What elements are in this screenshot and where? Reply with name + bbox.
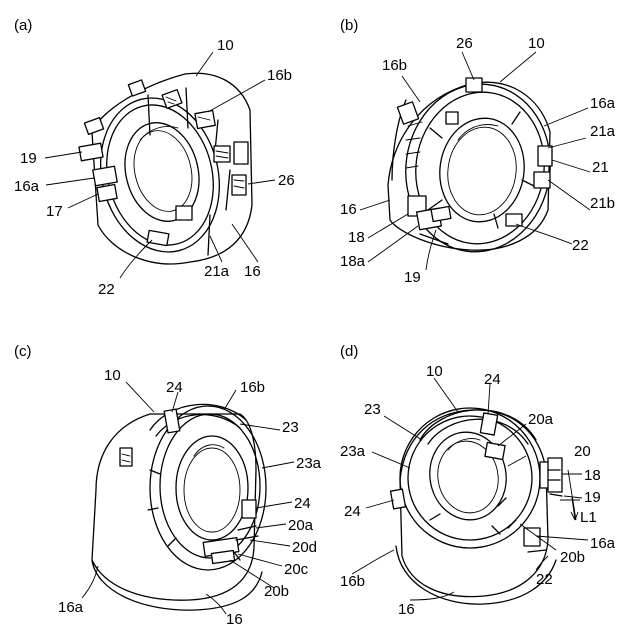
label-c-16b: 16b bbox=[240, 379, 265, 396]
label-c-23a: 23a bbox=[296, 455, 322, 472]
label-d-20b: 20b bbox=[560, 549, 585, 566]
label-d-23: 23 bbox=[364, 401, 381, 418]
label-c-20d: 20d bbox=[292, 539, 317, 556]
label-d-16: 16 bbox=[398, 601, 415, 618]
label-b-21a: 21a bbox=[590, 123, 616, 140]
label-d-L1: L1 bbox=[580, 509, 597, 526]
label-c-16a: 16a bbox=[58, 599, 84, 616]
panel-b-drawing bbox=[360, 52, 590, 270]
label-b-21: 21 bbox=[592, 159, 609, 176]
label-c-24-top: 24 bbox=[166, 379, 183, 396]
label-b-19: 19 bbox=[404, 269, 421, 286]
label-b-22: 22 bbox=[572, 237, 589, 254]
label-c-20b: 20b bbox=[264, 583, 289, 600]
label-a-19: 19 bbox=[20, 150, 37, 167]
label-d-10: 10 bbox=[426, 363, 443, 380]
label-d-16a: 16a bbox=[590, 535, 616, 552]
label-b-21b: 21b bbox=[590, 195, 615, 212]
label-c-10: 10 bbox=[104, 367, 121, 384]
label-c-16: 16 bbox=[226, 611, 243, 628]
panel-b: (b) bbox=[340, 17, 616, 286]
label-a-16b: 16b bbox=[267, 67, 292, 84]
panel-c-drawing bbox=[82, 382, 294, 614]
panel-b-tag: (b) bbox=[340, 17, 358, 34]
label-a-17: 17 bbox=[46, 203, 63, 220]
label-d-20: 20 bbox=[574, 443, 591, 460]
label-c-20c: 20c bbox=[284, 561, 309, 578]
label-d-20a: 20a bbox=[528, 411, 554, 428]
label-d-19: 19 bbox=[584, 489, 601, 506]
label-d-24-top: 24 bbox=[484, 371, 501, 388]
label-b-16b: 16b bbox=[382, 57, 407, 74]
label-a-16a: 16a bbox=[14, 178, 40, 195]
panel-c: (c) bbox=[14, 343, 322, 628]
panel-a-tag: (a) bbox=[14, 17, 32, 34]
label-b-16a: 16a bbox=[590, 95, 616, 112]
label-b-18: 18 bbox=[348, 229, 365, 246]
label-b-26: 26 bbox=[456, 35, 473, 52]
label-a-22: 22 bbox=[98, 281, 115, 298]
label-c-20a: 20a bbox=[288, 517, 314, 534]
label-d-18: 18 bbox=[584, 467, 601, 484]
label-a-26: 26 bbox=[278, 172, 295, 189]
panel-a: (a) bbox=[14, 17, 295, 298]
label-d-24-left: 24 bbox=[344, 503, 361, 520]
label-d-16b: 16b bbox=[340, 573, 365, 590]
label-d-23a: 23a bbox=[340, 443, 366, 460]
label-b-10: 10 bbox=[528, 35, 545, 52]
panel-d: (d) bbox=[340, 343, 616, 618]
label-c-23: 23 bbox=[282, 419, 299, 436]
label-a-21a: 21a bbox=[204, 263, 230, 280]
label-b-16: 16 bbox=[340, 201, 357, 218]
label-a-16: 16 bbox=[244, 263, 261, 280]
label-c-24-right: 24 bbox=[294, 495, 311, 512]
label-a-10: 10 bbox=[217, 37, 234, 54]
panel-a-drawing bbox=[45, 52, 275, 278]
panel-d-tag: (d) bbox=[340, 343, 358, 360]
label-b-18a: 18a bbox=[340, 253, 366, 270]
label-d-22: 22 bbox=[536, 571, 553, 588]
panel-c-tag: (c) bbox=[14, 343, 32, 360]
